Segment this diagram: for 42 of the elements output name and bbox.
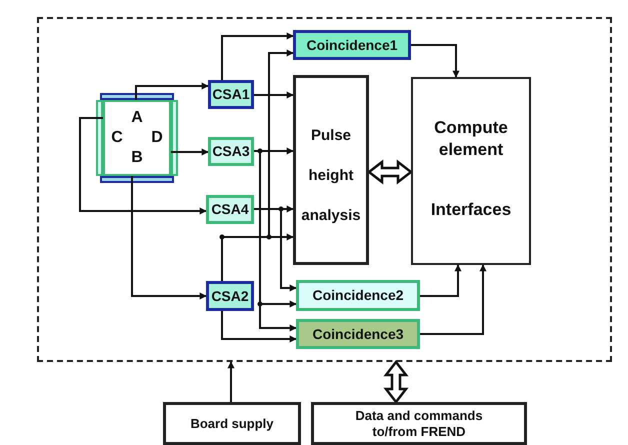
block-label: Data and commands to/from FREND [354,408,484,440]
block-label: Coincidence1 [306,36,398,54]
arrow [135,82,209,100]
side-letter: D [151,129,163,147]
arrow [171,148,209,156]
side-letter: A [131,109,143,127]
arrow [420,264,486,335]
block-label: CSA2 [211,288,249,304]
arrow [221,311,297,342]
block-label: Compute element [433,117,509,161]
block-label: Pulse height analysis [300,126,362,226]
block-label: Coincidence3 [312,326,404,342]
side-letter: C [111,129,123,147]
arrow [131,176,207,300]
block-label: CSA1 [212,86,250,103]
analysis-block [293,75,369,265]
block-label: Interfaces [430,199,512,221]
arrow [254,92,294,98]
double-arrow [383,360,409,404]
amplifier-block [206,281,254,311]
side-letter: B [131,149,143,167]
double-arrow [366,159,414,185]
block-label: CSA3 [212,143,250,160]
arrow [228,361,234,402]
arrow [411,44,460,78]
arrow [79,117,207,214]
detector-square [103,100,171,176]
amplifier-block [208,80,254,109]
board-outline [37,17,612,362]
block-label: Board supply [190,416,274,432]
arrow [420,264,462,297]
amplifier-block [208,137,254,166]
coincidence-block [296,319,420,349]
coincidence-block [296,280,420,311]
supply-box [163,402,301,445]
coincidence-block [293,30,411,60]
block-label: Coincidence2 [312,287,404,304]
compute-block [411,77,531,265]
amplifier-block [206,195,254,224]
data-box [311,402,527,445]
arrow [221,32,294,80]
block-label: CSA4 [211,201,249,218]
